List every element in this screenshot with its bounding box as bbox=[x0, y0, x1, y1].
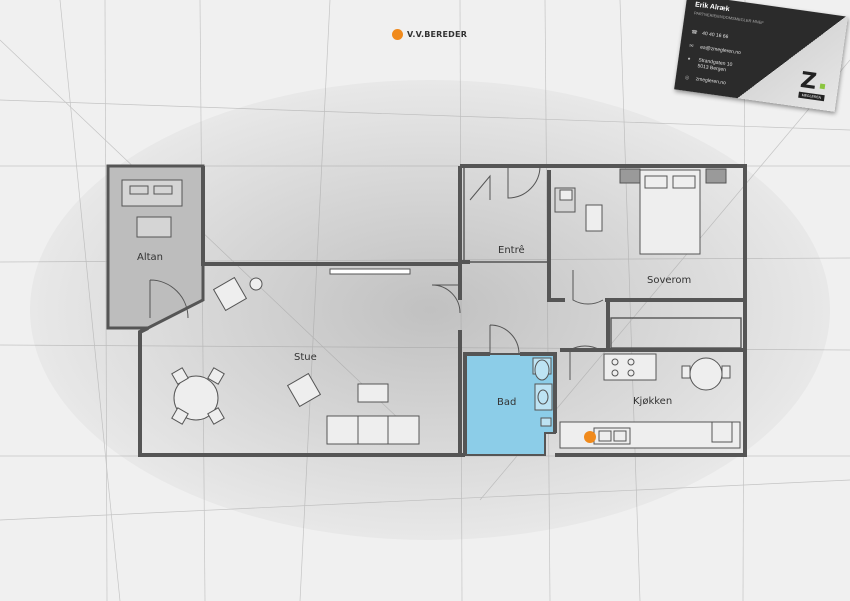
card-website: zmegleren.no bbox=[695, 76, 727, 87]
windows bbox=[329, 168, 727, 275]
legend-label: V.V.BEREDER bbox=[407, 30, 468, 39]
room-label-soverom: Soverom bbox=[647, 275, 691, 286]
card-phone: 40 40 16 66 bbox=[701, 30, 729, 41]
globe-icon: ◎ bbox=[684, 74, 690, 82]
card-web-row: ◎ zmegleren.no bbox=[684, 75, 726, 87]
water-heater-marker bbox=[584, 431, 596, 443]
card-email: ea@zmegleren.no bbox=[699, 44, 742, 57]
balcony-furniture bbox=[121, 179, 183, 238]
room-label-bad: Bad bbox=[497, 397, 516, 408]
bad-fixtures bbox=[532, 357, 553, 427]
room-label-altan: Altan bbox=[137, 252, 163, 263]
soverom-furniture bbox=[554, 169, 701, 255]
phone-icon: ☎ bbox=[690, 29, 698, 36]
walls bbox=[138, 164, 747, 457]
room-label-kjokken: Kjøkken bbox=[633, 396, 672, 407]
legend-marker bbox=[392, 29, 403, 40]
card-email-row: ✉ ea@zmegleren.no bbox=[689, 43, 741, 56]
room-label-entre: Entrê bbox=[498, 244, 525, 256]
logo-accent bbox=[819, 83, 826, 90]
doors bbox=[149, 165, 604, 380]
stue-furniture bbox=[171, 276, 420, 445]
location-icon: ● bbox=[687, 55, 691, 63]
kjokken-fixtures bbox=[559, 353, 741, 449]
legend: V.V.BEREDER bbox=[392, 29, 467, 40]
card-phone-row: ☎ 40 40 16 66 bbox=[691, 29, 729, 40]
card-address-row: ● Strandgaten 10 5013 Bergen bbox=[686, 55, 733, 74]
logo-letter: Z bbox=[798, 67, 819, 95]
card-logo: Z MEGLEREN bbox=[798, 67, 828, 102]
room-label-stue: Stue bbox=[294, 352, 317, 363]
email-icon: ✉ bbox=[688, 42, 694, 50]
